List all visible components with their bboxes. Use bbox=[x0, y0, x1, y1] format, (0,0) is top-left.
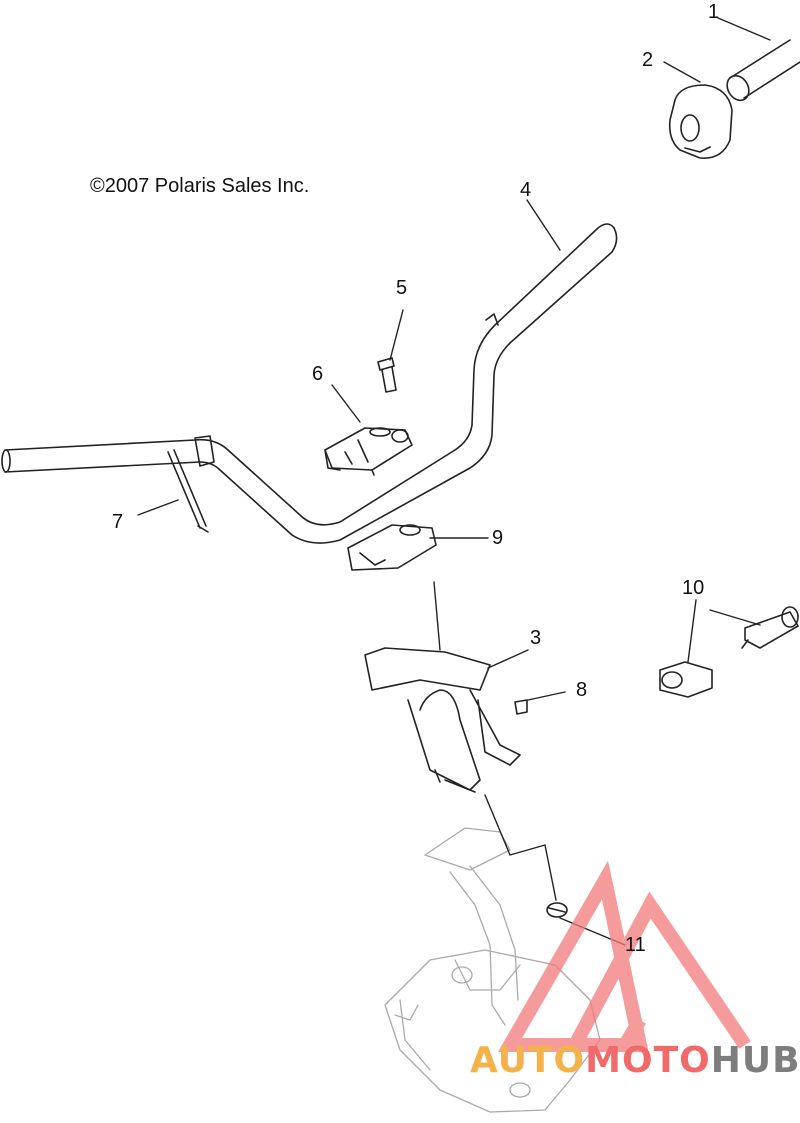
part-6-upper-clamp bbox=[324, 427, 413, 476]
callout-1: 1 bbox=[708, 1, 720, 23]
watermark-part-a: AUTO bbox=[470, 1040, 586, 1081]
callout-7: 7 bbox=[112, 511, 124, 533]
part-1-grip-tube bbox=[726, 39, 800, 102]
part-7-pin bbox=[167, 449, 209, 533]
copyright-text: ©2007 Polaris Sales Inc. bbox=[90, 175, 310, 197]
part-9-lower-clamp bbox=[347, 524, 437, 571]
callout-4: 4 bbox=[520, 179, 532, 201]
watermark-logo-icon bbox=[497, 860, 751, 1052]
callout-6: 6 bbox=[312, 363, 324, 385]
callout-11: 11 bbox=[625, 934, 646, 956]
callout-8: 8 bbox=[576, 679, 588, 701]
leader-lines bbox=[137, 17, 771, 946]
callout-2: 2 bbox=[642, 49, 654, 71]
watermark-text: AUTOMOTOHUB bbox=[470, 1040, 800, 1081]
steering-column-base bbox=[384, 827, 601, 1113]
part-2-grip bbox=[668, 84, 733, 159]
callout-3: 3 bbox=[530, 627, 542, 649]
callout-10: 10 bbox=[682, 577, 705, 599]
part-10-switch bbox=[659, 606, 799, 698]
callout-9: 9 bbox=[492, 527, 504, 549]
watermark-part-c: HUB bbox=[710, 1040, 800, 1081]
part-8-bolt bbox=[514, 699, 528, 715]
part-11-nut bbox=[546, 902, 568, 918]
part-3-mount-bracket bbox=[364, 647, 521, 793]
callout-5: 5 bbox=[396, 277, 408, 299]
watermark-part-b: MOTO bbox=[585, 1040, 711, 1081]
part-5-bolt bbox=[377, 357, 397, 393]
part-4-handlebar bbox=[1, 223, 618, 544]
